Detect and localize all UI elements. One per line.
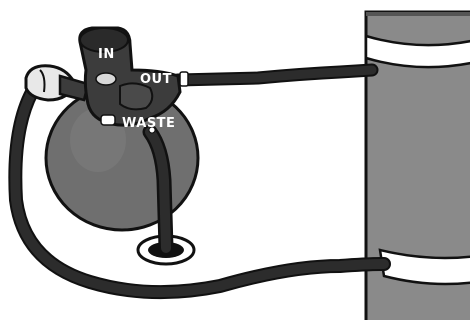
waste-port-fitting [148, 126, 156, 134]
in-label: IN [98, 47, 115, 62]
valve-port-housing [119, 82, 154, 111]
out-label: OUT [140, 72, 172, 87]
inlet-coupling [24, 64, 90, 102]
tank-top-stripe [364, 34, 470, 69]
tank-bottom-stripe [378, 248, 470, 286]
waste-port-indicator [100, 114, 116, 126]
in-hose [10, 87, 389, 298]
out-port-ring [179, 71, 189, 87]
out-hose [173, 65, 377, 85]
tank [364, 10, 470, 320]
waste-drain [136, 124, 196, 266]
waste-label: WASTE [122, 116, 175, 131]
waste-hose [145, 127, 171, 253]
valve-cap [79, 27, 129, 53]
coupling-nut [58, 74, 90, 102]
multiport-valve [78, 26, 189, 134]
in-port-indicator [95, 72, 117, 86]
coupling-seam [39, 69, 46, 93]
tank-rim [366, 12, 470, 16]
